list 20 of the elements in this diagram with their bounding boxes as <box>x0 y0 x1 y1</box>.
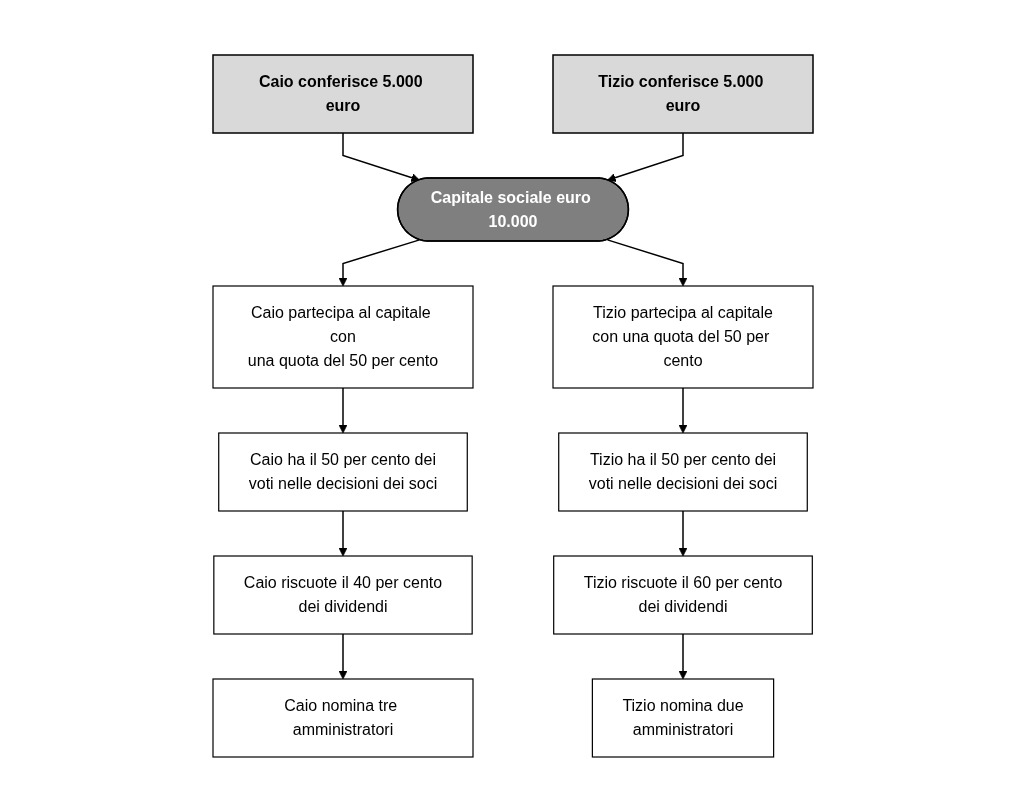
node-box: Caio nomina tre amministratori <box>212 677 474 758</box>
node-box: Tizio ha il 50 per cento dei voti nelle decisioni dei soci <box>558 431 808 512</box>
arrow <box>338 509 348 556</box>
arrow <box>338 386 348 433</box>
node-box: Caio riscuote il 40 per cento dei dividendi <box>213 554 473 635</box>
arrow <box>606 238 688 286</box>
node-box: Caio conferisce 5.000 euro <box>212 53 474 134</box>
arrow <box>342 131 420 182</box>
arrow <box>607 131 684 182</box>
node-box: Tizio partecipa al capitale con una quota del 50 per cento <box>552 284 814 389</box>
node-box: Caio ha il 50 per cento dei voti nelle decisioni dei soci <box>218 431 468 512</box>
arrow <box>338 632 348 679</box>
arrow <box>678 386 688 433</box>
node-box: Caio partecipa al capitale con una quota del 50 per cento <box>212 284 474 389</box>
arrow <box>678 632 688 679</box>
node-box: Tizio riscuote il 60 per cento dei dividendi <box>553 554 813 635</box>
node-box: Tizio nomina due amministratori <box>591 677 775 758</box>
arrow <box>678 509 688 556</box>
arrow <box>338 238 421 286</box>
node-box: Tizio conferisce 5.000 euro <box>552 53 814 134</box>
